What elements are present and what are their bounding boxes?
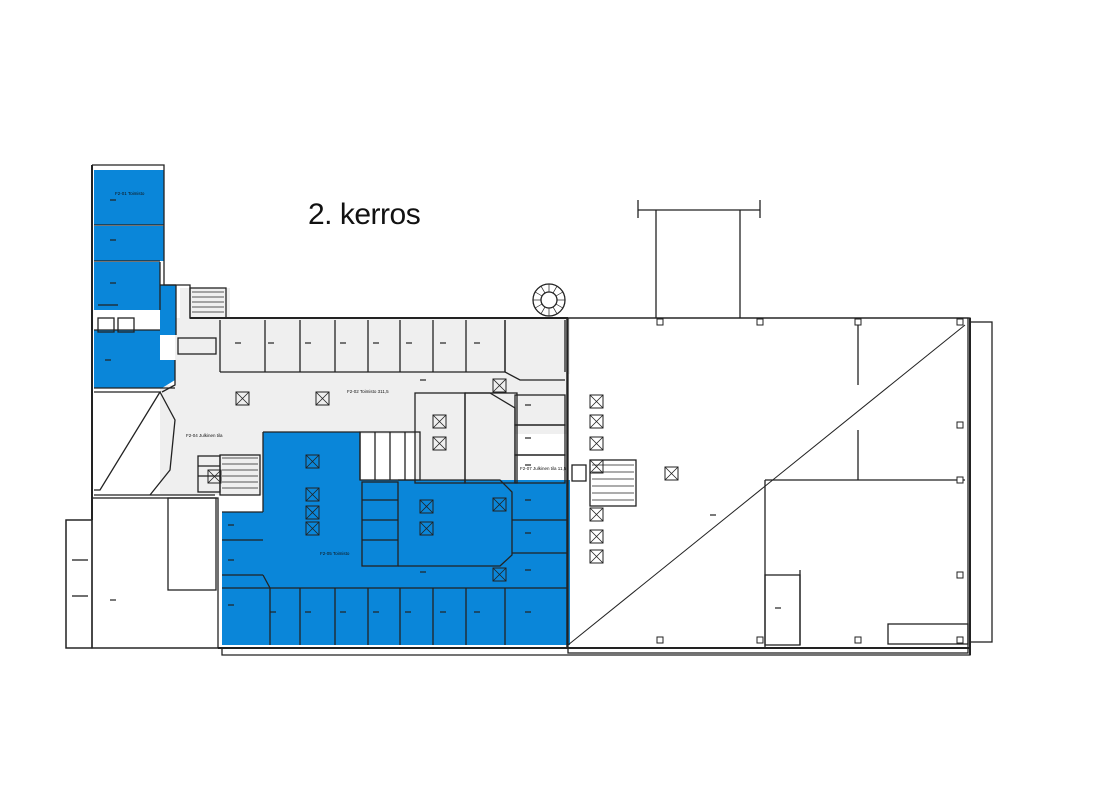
column-marker [854, 636, 862, 644]
spiral-step [534, 291, 543, 297]
restroom [117, 317, 135, 333]
vent-box [589, 549, 604, 564]
spiral-stair-core [540, 291, 558, 309]
column-marker [854, 318, 862, 326]
west-lobby-curve [149, 391, 176, 496]
center-inner-room [398, 479, 513, 567]
restroom-block-2 [361, 481, 399, 567]
vent-box [492, 378, 507, 393]
vent-box [305, 454, 320, 469]
southwest-inner [167, 497, 217, 591]
column-marker [656, 318, 664, 326]
east-stair [589, 459, 637, 507]
stair-core-north [189, 287, 227, 319]
vent-box [305, 505, 320, 520]
spiral-step [534, 303, 543, 309]
east-corner-room [887, 623, 969, 645]
east-annex [969, 321, 993, 643]
center-south-offices [222, 588, 567, 645]
column-marker [756, 318, 764, 326]
south-bend [262, 574, 271, 589]
vent-box [432, 414, 447, 429]
vent-box [492, 497, 507, 512]
west-triangle-room [94, 391, 162, 491]
east-door [571, 464, 587, 482]
room-label-west-lobby: F2-04 Julkinen tila [186, 433, 223, 438]
elevator [177, 337, 217, 355]
west-annex [65, 519, 93, 649]
north-wing-office [94, 170, 164, 225]
column-marker [956, 571, 964, 579]
vent-box [589, 507, 604, 522]
vent-box [589, 459, 604, 474]
vent-box [305, 521, 320, 536]
spiral-step [552, 285, 558, 294]
vent-box [207, 469, 222, 484]
vent-box [492, 567, 507, 582]
vent-box [664, 466, 679, 481]
vent-box [589, 436, 604, 451]
column-marker [956, 476, 964, 484]
southwest-room [91, 497, 219, 649]
spiral-step [555, 303, 564, 309]
room-label-corridor: F2-02 Toimisto 311,5 [347, 389, 389, 394]
column-marker [956, 318, 964, 326]
vent-box [589, 394, 604, 409]
room-label-center: F2-05 Toimisto [320, 551, 350, 556]
east-room-3 [514, 454, 566, 484]
vent-box [315, 391, 330, 406]
vent-box [235, 391, 250, 406]
west-stair-2 [219, 454, 261, 496]
column-marker [756, 636, 764, 644]
wing-bend [161, 360, 176, 393]
east-hall-diagonal [567, 324, 966, 646]
vent-box [419, 521, 434, 536]
spiral-step [555, 291, 564, 297]
vent-box [589, 414, 604, 429]
vent-box [419, 499, 434, 514]
north-row-corner [504, 320, 565, 381]
column-marker [956, 636, 964, 644]
vent-box [432, 436, 447, 451]
room-label-north-wing: F2-01 Toimisto [115, 191, 145, 196]
north-office-row [220, 318, 570, 374]
north-wing-office-3 [94, 262, 176, 335]
north-wing-office-4 [94, 330, 175, 388]
north-wing-office-2 [94, 226, 164, 261]
stair-core-common [180, 288, 230, 358]
east-hall [567, 317, 969, 654]
east-hall-room [764, 574, 801, 646]
vent-box [305, 487, 320, 502]
column-marker [956, 421, 964, 429]
floor-title: 2. kerros [308, 198, 421, 231]
spiral-step [540, 306, 546, 315]
restroom [97, 317, 115, 333]
vent-box [589, 529, 604, 544]
column-marker [656, 636, 664, 644]
spiral-step [540, 285, 546, 294]
spiral-step [552, 306, 558, 315]
walls [65, 164, 993, 656]
room-label-east-lobby: F2-07 Julkinen tila 11,5 [520, 466, 567, 471]
